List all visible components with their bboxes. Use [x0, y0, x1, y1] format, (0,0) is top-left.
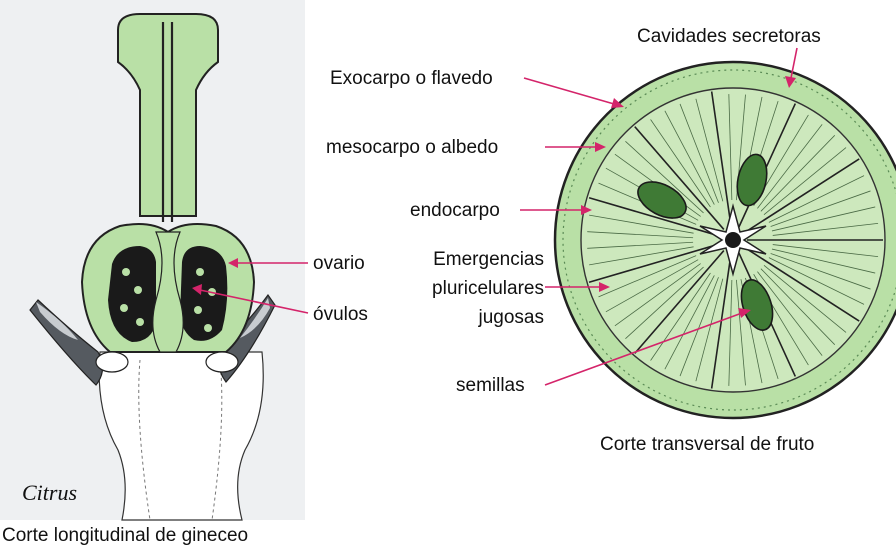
- ovule: [120, 304, 128, 312]
- gynoecium-caption: Corte longitudinal de gineceo: [2, 525, 248, 546]
- exocarp-leader: [524, 78, 614, 104]
- ovule: [194, 306, 202, 314]
- ovule: [196, 268, 204, 276]
- secretory-label: Cavidades secretoras: [637, 26, 821, 47]
- ovary-label: ovario: [313, 253, 365, 274]
- ovule: [134, 286, 142, 294]
- locule-right: [180, 246, 227, 341]
- ovule: [122, 268, 130, 276]
- fruit-figure: [555, 62, 896, 418]
- ovules-label: óvulos: [313, 304, 368, 325]
- emergencias-label-line3: jugosas: [478, 307, 545, 328]
- disc-left: [96, 352, 128, 372]
- emergencias-label-line1: Emergencias: [433, 249, 544, 270]
- emergencias-label-line2: pluricelulares: [432, 278, 544, 299]
- disc-right: [206, 352, 238, 372]
- central-axis-core: [725, 232, 741, 248]
- endocarp-label: endocarpo: [410, 200, 500, 221]
- seeds-label: semillas: [456, 375, 525, 396]
- locule-left: [108, 246, 156, 342]
- mesocarp-label: mesocarpo o albedo: [326, 137, 498, 158]
- exocarp-label: Exocarpo o flavedo: [330, 68, 493, 89]
- ovule: [204, 324, 212, 332]
- ovule: [136, 318, 144, 326]
- genus-label: Citrus: [22, 480, 77, 505]
- gynoecium-figure: Citrus Corte longitudinal de gineceo: [0, 0, 305, 546]
- fruit-caption: Corte transversal de fruto: [600, 434, 814, 455]
